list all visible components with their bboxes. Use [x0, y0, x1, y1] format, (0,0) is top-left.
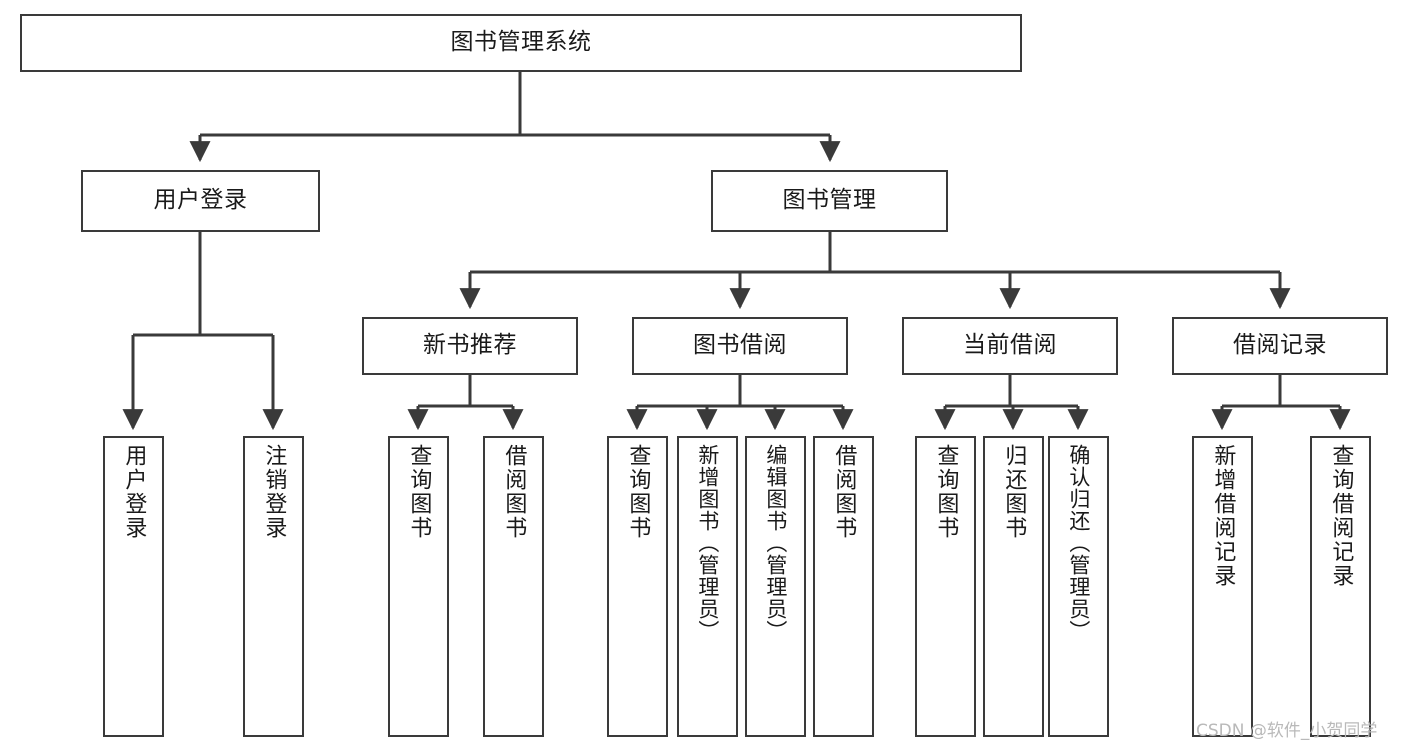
node-label: 新增借阅记录	[1210, 444, 1236, 588]
node-label: 借阅记录	[1233, 332, 1327, 359]
leaf-borrow-book-recommend[interactable]: 借阅图书	[483, 436, 544, 737]
leaf-confirm-return-admin[interactable]: 确认归还（管理员）	[1048, 436, 1109, 737]
node-label: 归还图书	[1001, 444, 1027, 540]
node-label: 用户登录	[121, 444, 147, 540]
leaf-borrow-book[interactable]: 借阅图书	[813, 436, 874, 737]
node-label: 图书借阅	[693, 332, 787, 359]
node-label: 查询图书	[406, 444, 432, 540]
node-label: 注销登录	[261, 444, 287, 540]
leaf-query-book-recommend[interactable]: 查询图书	[388, 436, 449, 737]
leaf-add-book-admin[interactable]: 新增图书（管理员）	[677, 436, 738, 737]
node-label: 借阅图书	[501, 444, 527, 540]
node-label: 当前借阅	[963, 332, 1057, 359]
node-new-book-recommend[interactable]: 新书推荐	[362, 317, 578, 375]
leaf-logout[interactable]: 注销登录	[243, 436, 304, 737]
node-label: 新增图书（管理员）	[695, 444, 720, 642]
csdn-watermark: CSDN @软件_小贺同学	[1196, 721, 1378, 741]
leaf-edit-book-admin[interactable]: 编辑图书（管理员）	[745, 436, 806, 737]
node-user-login[interactable]: 用户登录	[81, 170, 320, 232]
node-book-management[interactable]: 图书管理	[711, 170, 948, 232]
leaf-return-book[interactable]: 归还图书	[983, 436, 1044, 737]
node-label: 确认归还（管理员）	[1066, 444, 1091, 642]
node-label: 编辑图书（管理员）	[763, 444, 788, 642]
leaf-query-book-borrow[interactable]: 查询图书	[607, 436, 668, 737]
node-book-borrow[interactable]: 图书借阅	[632, 317, 848, 375]
leaf-query-book-current[interactable]: 查询图书	[915, 436, 976, 737]
node-label: 查询借阅记录	[1328, 444, 1354, 588]
node-label: 新书推荐	[423, 332, 517, 359]
node-label: 查询图书	[625, 444, 651, 540]
node-label: 图书管理系统	[450, 29, 592, 56]
leaf-query-borrow-record[interactable]: 查询借阅记录	[1310, 436, 1371, 737]
leaf-user-login[interactable]: 用户登录	[103, 436, 164, 737]
leaf-add-borrow-record[interactable]: 新增借阅记录	[1192, 436, 1253, 737]
node-root-library-system[interactable]: 图书管理系统	[20, 14, 1022, 72]
node-label: 借阅图书	[831, 444, 857, 540]
node-label: 用户登录	[153, 187, 248, 214]
node-label: 查询图书	[933, 444, 959, 540]
node-current-borrow[interactable]: 当前借阅	[902, 317, 1118, 375]
node-label: 图书管理	[782, 187, 877, 214]
node-borrow-record[interactable]: 借阅记录	[1172, 317, 1388, 375]
